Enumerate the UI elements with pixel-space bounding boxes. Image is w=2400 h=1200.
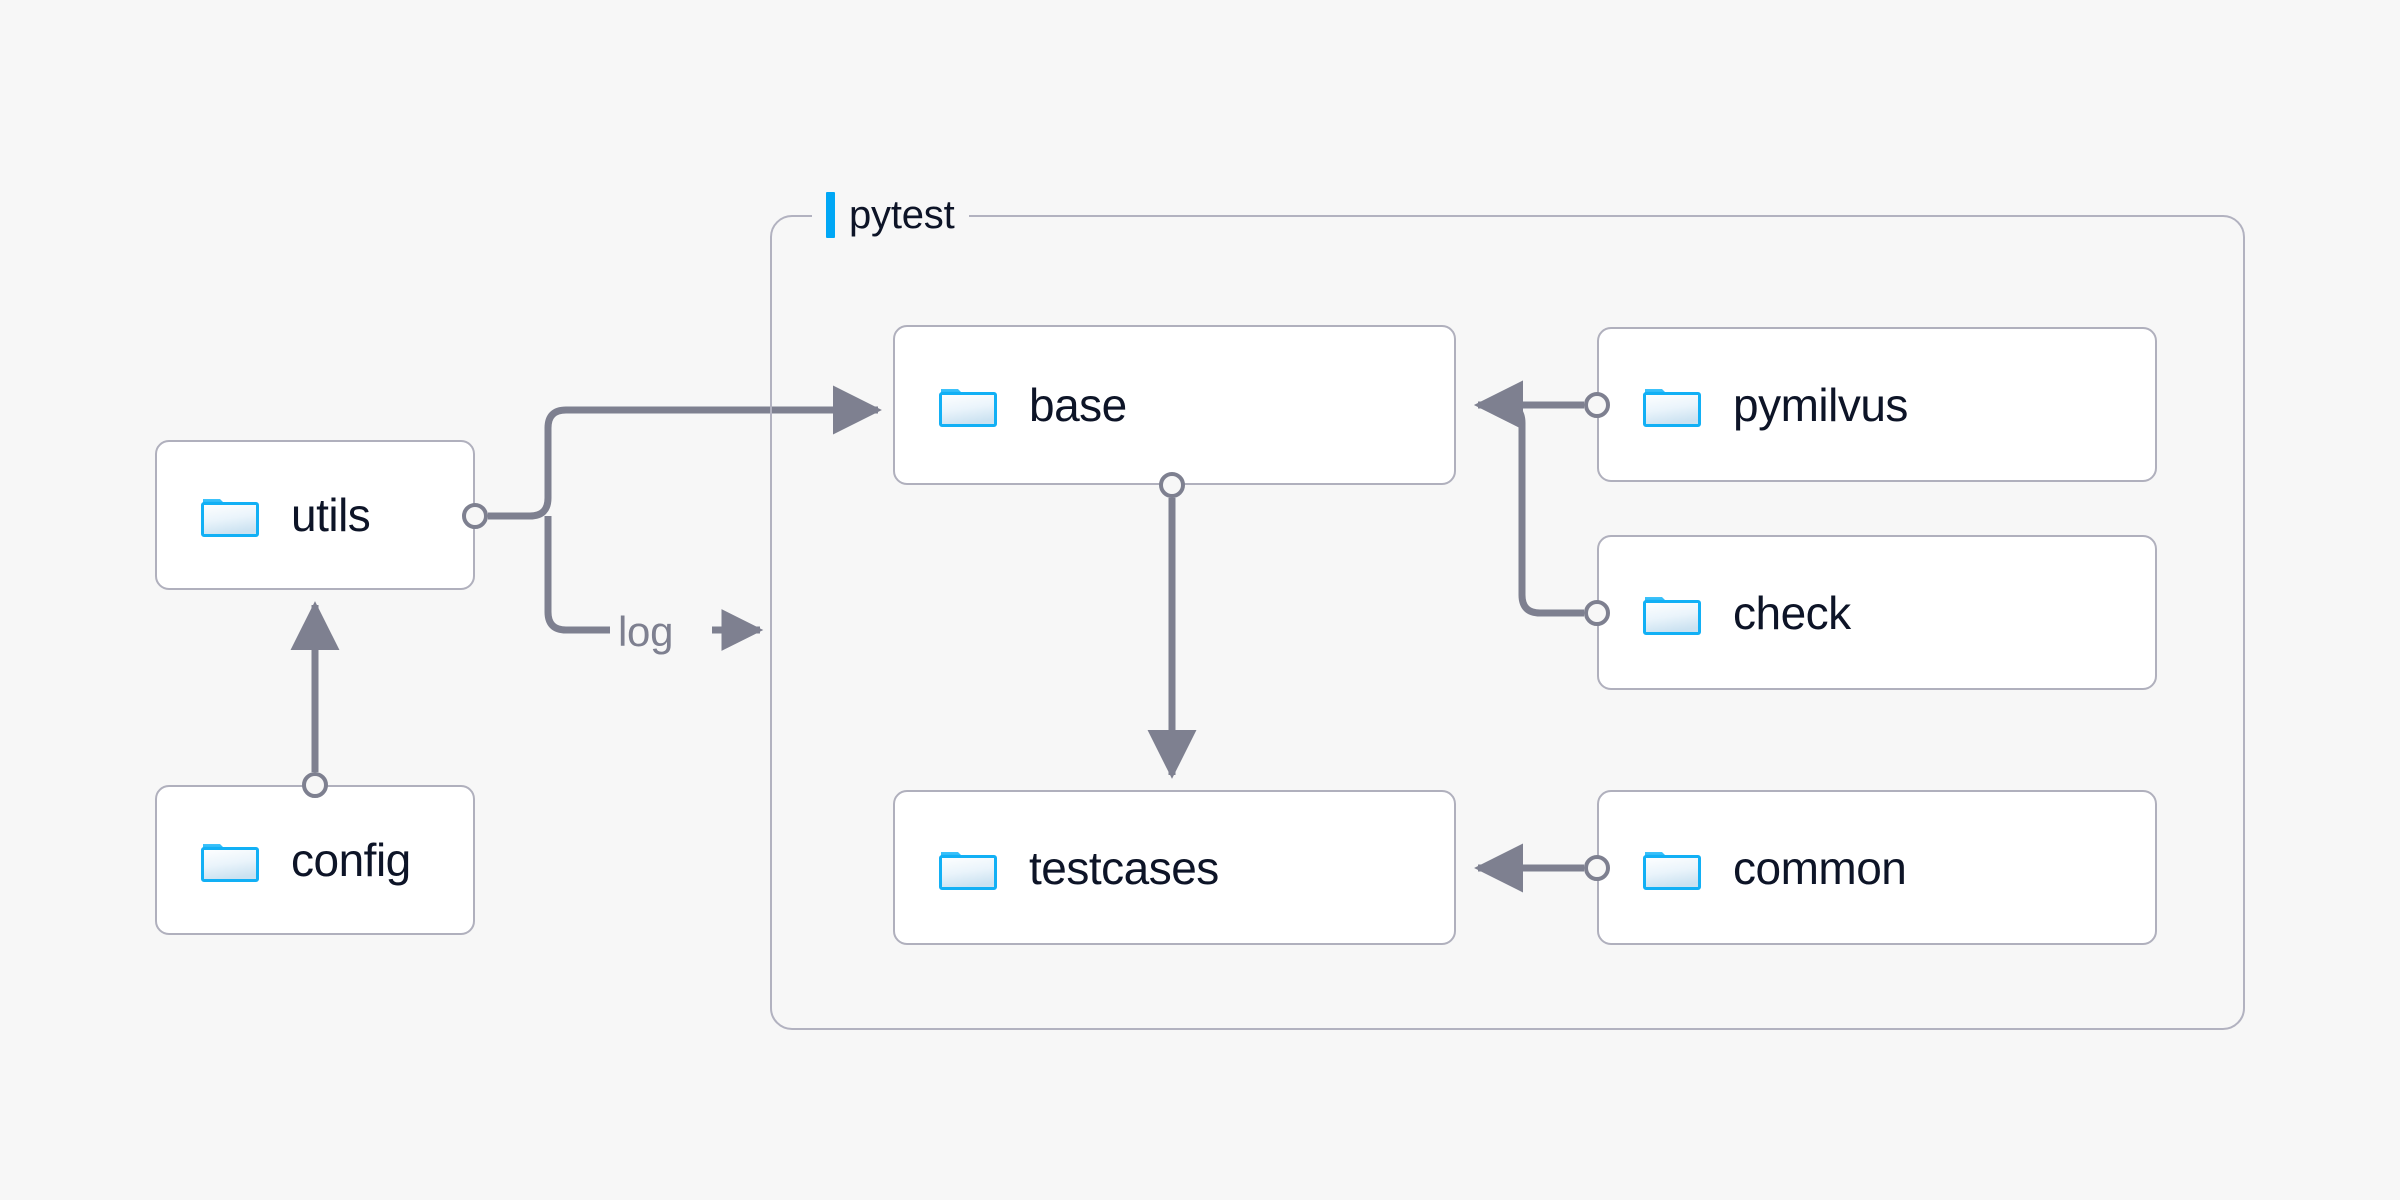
port-common-left[interactable]: [1584, 855, 1610, 881]
edge-utils-to-log: [544, 515, 610, 634]
folder-icon: [939, 389, 997, 427]
node-base[interactable]: base: [893, 325, 1456, 485]
node-utils-label: utils: [291, 489, 371, 541]
node-check-label: check: [1733, 586, 1851, 639]
port-base-bottom[interactable]: [1159, 472, 1185, 498]
folder-icon: [1643, 388, 1701, 427]
node-config[interactable]: config: [155, 785, 475, 935]
node-testcases-label: testcases: [1029, 841, 1219, 894]
port-pymilvus-left[interactable]: [1584, 392, 1610, 418]
group-label-text: pytest: [849, 192, 955, 237]
edge-label-log: log: [612, 608, 680, 656]
group-pytest[interactable]: [770, 215, 2245, 1030]
node-pymilvus-label: pymilvus: [1733, 378, 1908, 431]
node-base-label: base: [1029, 379, 1127, 431]
folder-icon: [201, 499, 259, 537]
port-utils-right[interactable]: [462, 503, 488, 529]
node-testcases[interactable]: testcases: [893, 790, 1456, 945]
node-utils[interactable]: utils: [155, 440, 475, 590]
node-common-label: common: [1733, 841, 1907, 894]
group-accent-bar: [826, 192, 835, 238]
port-config-top[interactable]: [302, 772, 328, 798]
node-check[interactable]: check: [1597, 535, 2157, 690]
node-common[interactable]: common: [1597, 790, 2157, 945]
port-check-left[interactable]: [1584, 600, 1610, 626]
group-pytest-label: pytest: [812, 189, 969, 241]
folder-icon: [1643, 851, 1701, 890]
folder-icon: [1643, 596, 1701, 635]
folder-icon: [939, 851, 997, 890]
folder-icon: [201, 844, 259, 882]
node-config-label: config: [291, 834, 411, 886]
node-pymilvus[interactable]: pymilvus: [1597, 327, 2157, 482]
